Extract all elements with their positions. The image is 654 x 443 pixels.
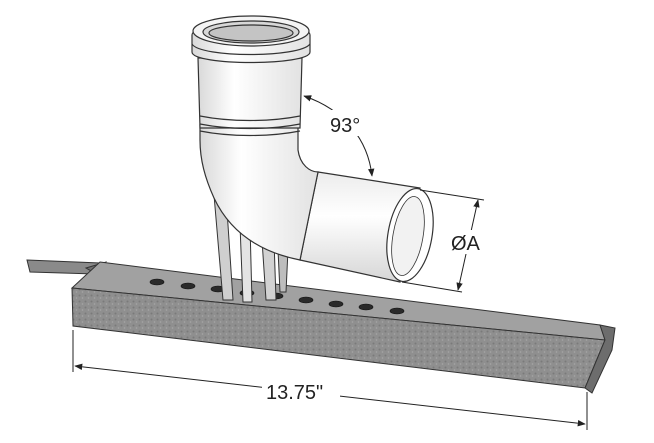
- bracket-hole: [180, 282, 196, 290]
- diameter-label: ØA: [451, 233, 481, 255]
- bracket-hole: [149, 278, 165, 286]
- length-label: 13.75": [266, 382, 323, 404]
- support-bracket: [26, 259, 616, 394]
- bracket-hole: [389, 307, 405, 315]
- elbow-pipe: [191, 15, 434, 283]
- bracket-hole: [298, 296, 314, 304]
- elbow-vertical-body: [197, 57, 303, 129]
- angle-dimension: 93°: [303, 95, 375, 177]
- bracket-hole: [328, 300, 344, 308]
- bracket-hole: [358, 303, 374, 311]
- angle-label: 93°: [330, 115, 360, 137]
- bracket-right-lip: [584, 324, 616, 394]
